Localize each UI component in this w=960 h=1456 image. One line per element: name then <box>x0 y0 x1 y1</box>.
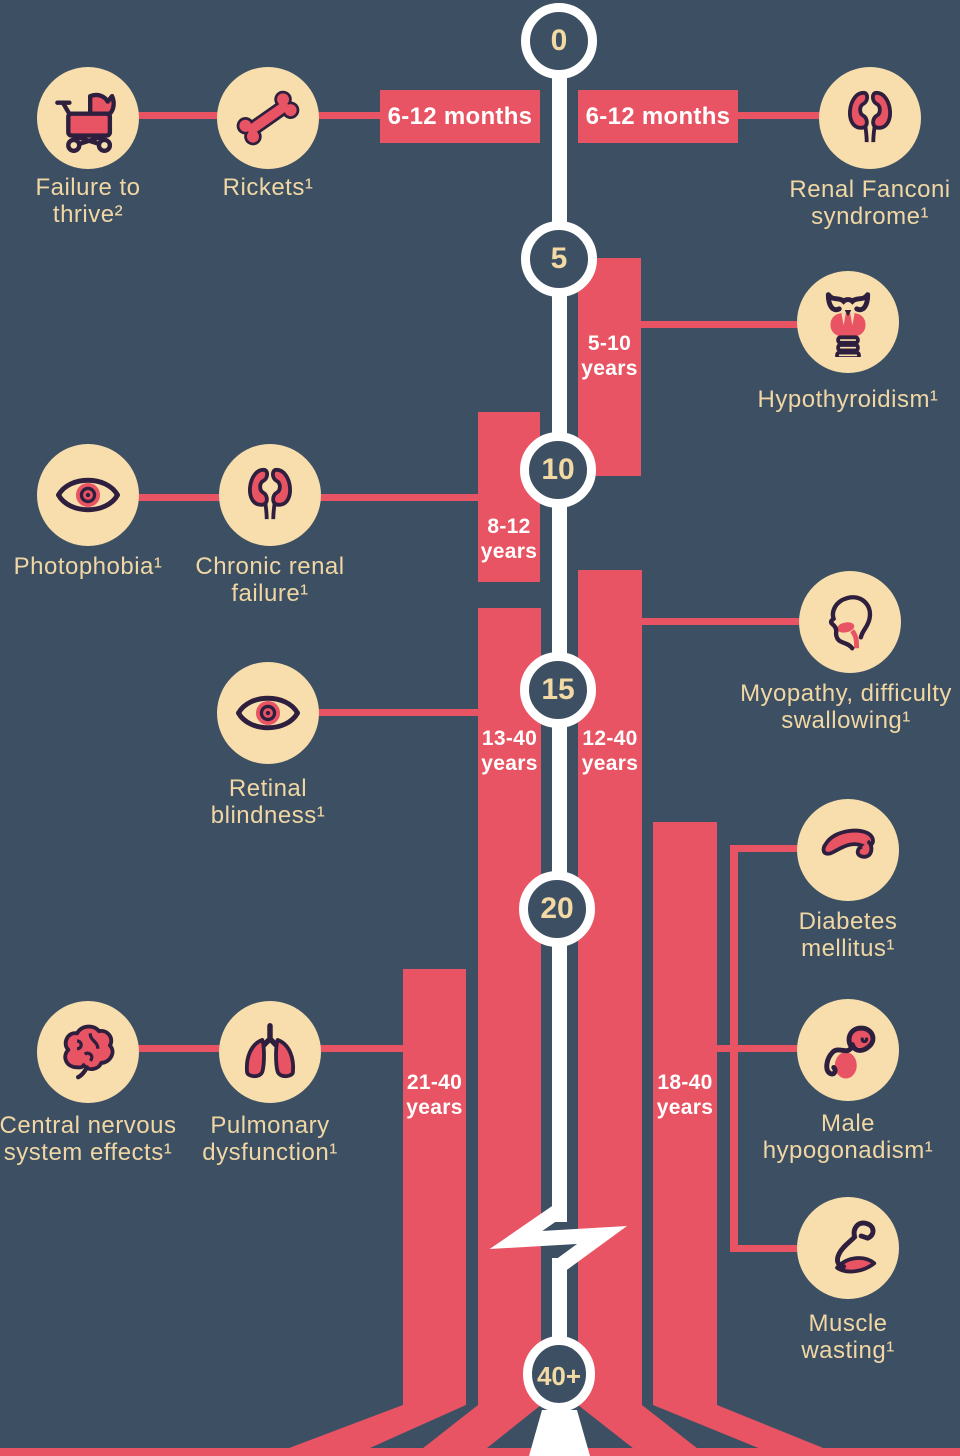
photophobia-label: Photophobia¹ <box>13 553 163 580</box>
bar-13-40-years <box>478 608 541 1405</box>
connector-muscle-wasting <box>730 1245 820 1252</box>
diabetes-circle <box>797 799 899 901</box>
timeline-node-20 <box>519 871 595 947</box>
node-label-15: 15 <box>541 673 575 706</box>
cns-circle <box>37 1001 139 1103</box>
timeline-node-40plus <box>523 1336 595 1412</box>
node-label-5: 5 <box>550 242 568 275</box>
brain-icon <box>63 1024 115 1080</box>
node-label-40plus: 40+ <box>536 1361 582 1391</box>
connector-hypothyroidism <box>641 321 821 328</box>
connector-renal-fanconi <box>738 112 838 119</box>
bar-months-right <box>578 90 738 143</box>
node-label-0: 0 <box>550 24 568 57</box>
timeline-node-15 <box>520 652 596 728</box>
pancreas-icon <box>821 828 875 859</box>
timeline-node-5 <box>521 221 597 297</box>
bar-5-10-years <box>578 258 641 476</box>
connector-myopathy <box>642 618 822 625</box>
rickets-circle <box>217 67 319 169</box>
head-throat-icon <box>828 595 873 651</box>
bar-21-40-years <box>403 969 466 1405</box>
kidneys-icon <box>848 90 892 143</box>
eye-icon <box>56 477 120 513</box>
connector-right-bracket <box>730 845 738 1252</box>
timeline-break-zigzag <box>489 1203 628 1273</box>
hypothyroidism-circle <box>797 271 899 373</box>
pulmonary-circle <box>219 1001 321 1103</box>
male-reproductive-icon <box>824 1025 876 1079</box>
connector-retinal <box>268 709 478 716</box>
kidneys-icon <box>248 467 292 520</box>
chronic-renal-failure-circle <box>219 444 321 546</box>
renal-fanconi-circle <box>819 67 921 169</box>
connector-male-hypogonadism <box>717 1045 827 1052</box>
bar-flare-21-40 <box>268 1405 466 1456</box>
bar-flare-18-40 <box>653 1405 843 1456</box>
timeline-node-10 <box>520 432 596 508</box>
bar-text-months-left: 6-12 months <box>387 103 533 130</box>
bone-icon <box>236 90 300 146</box>
rickets-label: Rickets¹ <box>222 174 314 201</box>
timeline-pedestal <box>529 1410 590 1456</box>
myopathy-circle <box>799 571 901 673</box>
bar-flare-13-40 <box>413 1405 541 1456</box>
bottom-strip <box>0 1448 960 1456</box>
node-label-20: 20 <box>540 892 574 925</box>
bar-months-left <box>380 90 540 143</box>
thyroid-icon <box>825 292 871 357</box>
timeline-line-upper <box>552 41 567 1222</box>
connector-diabetes <box>730 845 820 852</box>
lungs-icon <box>244 1023 296 1079</box>
eye-icon <box>236 695 300 731</box>
bar-18-40-years <box>653 822 717 1405</box>
timeline-node-0 <box>521 3 597 79</box>
bar-flare-12-40 <box>578 1405 707 1456</box>
muscle-wasting-circle <box>797 1197 899 1299</box>
bar-8-12-years <box>478 412 540 582</box>
hypothyroidism-label: Hypothyroidism¹ <box>757 386 939 413</box>
photophobia-circle <box>37 444 139 546</box>
node-label-10: 10 <box>541 453 575 486</box>
failure-to-thrive-circle <box>37 67 139 169</box>
bar-text-months-right: 6-12 months <box>585 103 731 130</box>
pram-icon <box>55 92 116 153</box>
male-hypogonadism-circle <box>797 999 899 1101</box>
muscle-arm-icon <box>835 1220 877 1274</box>
retinal-blindness-circle <box>217 662 319 764</box>
